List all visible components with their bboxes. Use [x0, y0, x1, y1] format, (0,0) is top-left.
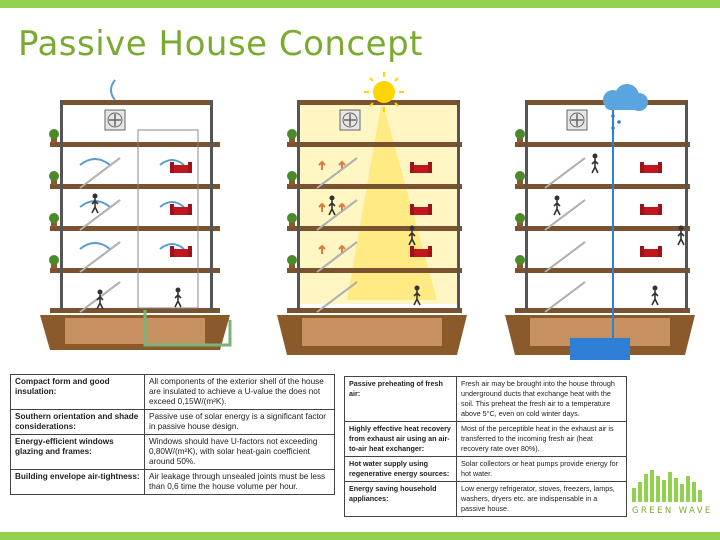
row-value: All components of the exterior shell of …	[144, 374, 335, 410]
diagram-water	[495, 70, 705, 362]
rain-icon	[611, 114, 621, 130]
row-key: Compact form and good insulation:	[10, 374, 145, 410]
row-key: Hot water supply using regenerative ener…	[344, 456, 457, 482]
table-row: Southern orientation and shade considera…	[10, 409, 335, 435]
top-accent-bar	[0, 0, 720, 8]
row-key: Southern orientation and shade considera…	[10, 409, 145, 435]
row-value: Windows should have U-factors not exceed…	[144, 434, 335, 470]
row-key: Highly effective heat recovery from exha…	[344, 421, 457, 457]
row-key: Passive preheating of fresh air:	[344, 376, 457, 422]
cloud-icon	[603, 84, 648, 111]
bottom-accent-bar	[0, 532, 720, 540]
row-key: Building envelope air-tightness:	[10, 469, 145, 495]
row-value: Most of the perceptible heat in the exha…	[456, 421, 627, 457]
table-row: Hot water supply using regenerative ener…	[344, 456, 627, 482]
row-key: Energy saving household appliances:	[344, 481, 457, 517]
green-wave-logo	[632, 470, 702, 502]
diagram-solar	[262, 70, 477, 360]
row-value: Fresh air may be brought into the house …	[456, 376, 627, 422]
row-value: Low energy refrigerator, stoves, freezer…	[456, 481, 627, 517]
sun-icon	[364, 72, 404, 112]
logo-text: GREEN WAVE	[632, 506, 713, 516]
row-key: Energy-efficient windows glazing and fra…	[10, 434, 145, 470]
water-tank-icon	[570, 338, 630, 362]
diagram-ventilation	[20, 70, 250, 360]
table-right: Passive preheating of fresh air: Fresh a…	[344, 376, 627, 517]
table-left: Compact form and good insulation: All co…	[10, 374, 335, 495]
slide-title: Passive House Concept	[18, 24, 424, 64]
table-row: Compact form and good insulation: All co…	[10, 374, 335, 410]
table-row: Building envelope air-tightness: Air lea…	[10, 469, 335, 495]
row-value: Air leakage through unsealed joints must…	[144, 469, 335, 495]
table-row: Passive preheating of fresh air: Fresh a…	[344, 376, 627, 422]
table-row: Highly effective heat recovery from exha…	[344, 421, 627, 457]
row-value: Solar collectors or heat pumps provide e…	[456, 456, 627, 482]
row-value: Passive use of solar energy is a signifi…	[144, 409, 335, 435]
table-row: Energy saving household appliances: Low …	[344, 481, 627, 517]
airflow-arrow-icon	[79, 79, 185, 250]
table-row: Energy-efficient windows glazing and fra…	[10, 434, 335, 470]
